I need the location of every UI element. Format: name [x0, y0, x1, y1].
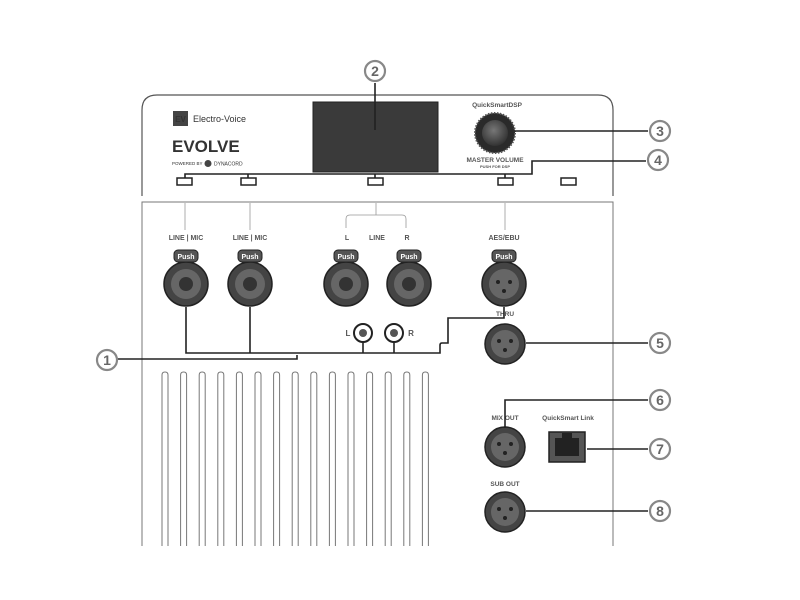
rca-left-label: L — [346, 329, 351, 338]
dsp-title: QuickSmartDSP — [472, 102, 523, 109]
combo-jack-ch1[interactable]: Push — [163, 249, 209, 307]
led — [176, 177, 193, 186]
heatsink-fin — [310, 371, 318, 546]
heatsink-fin — [403, 371, 411, 546]
push-tab-line-r: Push — [400, 254, 417, 261]
push-tab-aes: Push — [495, 254, 512, 261]
callout-2-number: 2 — [371, 63, 379, 79]
heatsink-fin — [180, 371, 188, 546]
heatsink-fin — [198, 371, 206, 546]
callout-leaders — [117, 83, 648, 512]
led — [240, 177, 257, 186]
master-volume-sublabel: PUSH FOR DSP — [480, 164, 510, 169]
callout-3-number: 3 — [656, 123, 664, 139]
push-tab-ch2: Push — [241, 254, 258, 261]
dynacord-logo — [204, 160, 212, 167]
callout-1: 1 — [95, 348, 119, 372]
heatsink-fin — [384, 371, 392, 546]
heatsink-fin — [366, 371, 374, 546]
combo-jack-ch2[interactable]: Push — [227, 249, 273, 307]
ethernet-port[interactable] — [548, 431, 586, 463]
heatsink-fin — [347, 371, 355, 546]
heatsink-fin — [291, 371, 299, 546]
xlr-jack-aes[interactable]: Push — [481, 249, 527, 307]
thru-label: THRU — [496, 311, 514, 318]
dynacord-text: DYNACORD — [214, 162, 243, 168]
rca-right-label: R — [408, 329, 414, 338]
powered-by-text: POWERED BY — [172, 161, 203, 166]
ev-logo — [173, 111, 188, 126]
signal-leds — [176, 177, 577, 186]
line-label: LINE — [369, 235, 385, 242]
rca-jack-right[interactable] — [384, 323, 404, 343]
callout-6: 6 — [648, 388, 672, 412]
led — [367, 177, 384, 186]
led — [497, 177, 514, 186]
line-left-label: L — [345, 235, 350, 242]
callout-5-number: 5 — [656, 335, 664, 351]
callout-6-number: 6 — [656, 392, 664, 408]
rca-jack-left[interactable] — [353, 323, 373, 343]
callout-4: 4 — [646, 148, 670, 172]
heatsink-fin — [254, 371, 262, 546]
push-tab-line-l: Push — [337, 254, 354, 261]
ev-logo-text: EV — [175, 115, 186, 124]
callout-8: 8 — [648, 499, 672, 523]
ch2-label: LINE | MIC — [233, 235, 268, 242]
brand-block: EV Electro-Voice EVOLVE POWERED BY DYNAC… — [172, 111, 246, 168]
lower-panel-outline — [141, 201, 614, 546]
combo-jack-line-r[interactable]: Push — [386, 249, 432, 307]
heatsink-fin — [273, 371, 281, 546]
heatsink-fin — [161, 371, 169, 546]
aes-label: AES/EBU — [488, 235, 519, 242]
push-tab-ch1: Push — [177, 254, 194, 261]
callout-2: 2 — [363, 59, 387, 83]
master-volume-knob[interactable] — [474, 112, 516, 154]
xlr-sub-out[interactable] — [484, 491, 526, 533]
callout-7-number: 7 — [656, 441, 664, 457]
heatsink-fin — [217, 371, 225, 546]
callout-1-number: 1 — [103, 352, 111, 368]
heatsink-fin — [421, 371, 429, 546]
ch1-label: LINE | MIC — [169, 235, 204, 242]
callout-8-number: 8 — [656, 503, 664, 519]
heatsink-fins — [161, 371, 429, 546]
heatsink-fin — [328, 371, 336, 546]
callout-4-number: 4 — [654, 152, 662, 168]
heatsink-fin — [235, 371, 243, 546]
top-panel-outline — [141, 94, 614, 196]
brand-name: Electro-Voice — [193, 114, 246, 124]
link-label: QuickSmart Link — [542, 415, 594, 422]
xlr-thru-output[interactable] — [484, 323, 526, 365]
combo-jack-line-l[interactable]: Push — [323, 249, 369, 307]
xlr-mix-out[interactable] — [484, 426, 526, 468]
led — [560, 177, 577, 186]
line-right-label: R — [404, 235, 409, 242]
master-volume-label: MASTER VOLUME — [466, 157, 524, 164]
callout-5: 5 — [648, 331, 672, 355]
callout-3: 3 — [648, 119, 672, 143]
product-name: EVOLVE — [172, 137, 240, 156]
sub-out-label: SUB OUT — [490, 481, 519, 488]
callout-7: 7 — [648, 437, 672, 461]
